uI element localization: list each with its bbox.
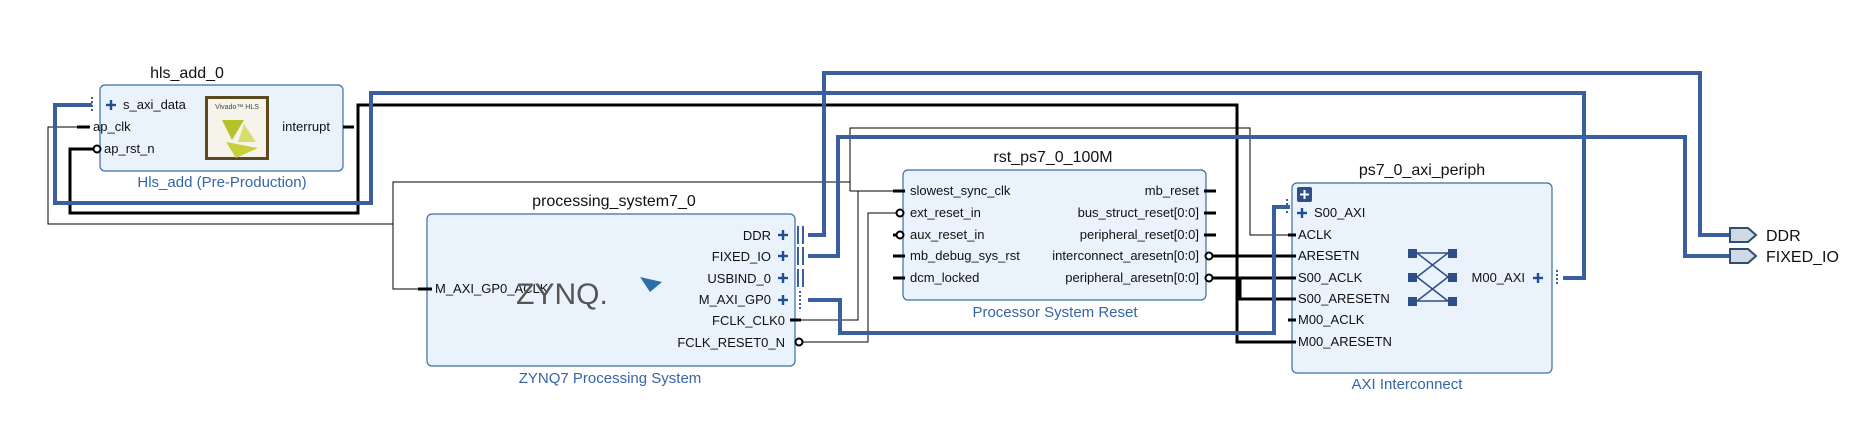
rst-port-ext-reset-in: ext_reset_in xyxy=(910,205,981,220)
reset-net[interactable] xyxy=(795,212,899,343)
port-m-axi-gp0[interactable]: M_AXI_GP0 xyxy=(699,291,801,309)
port-fclk-reset0-n[interactable]: FCLK_RESET0_N xyxy=(677,335,804,350)
hls-add-block[interactable]: hls_add_0 Hls_add (Pre-Production) s_axi… xyxy=(77,65,354,191)
crossbar-icon xyxy=(1408,249,1457,306)
zynq-logo: ZYNQ. xyxy=(516,277,662,311)
hls-block-title: hls_add_0 xyxy=(150,65,224,82)
aresetn-net[interactable] xyxy=(68,103,1300,344)
port-aux-reset-in[interactable]: aux_reset_in xyxy=(893,227,984,242)
axi-port-aresetn: ARESETN xyxy=(1298,248,1359,263)
axi-block-subtitle: AXI Interconnect xyxy=(1352,376,1464,393)
port-peripheral-aresetn[interactable]: peripheral_aresetn[0:0] xyxy=(1065,270,1214,285)
external-port-ddr-label: DDR xyxy=(1766,228,1801,245)
zynq-logo-text: ZYNQ. xyxy=(516,278,608,311)
axi-port-s00-aresetn: S00_ARESETN xyxy=(1298,291,1390,306)
rst-block-subtitle: Processor System Reset xyxy=(972,304,1138,321)
axi-port-aclk: ACLK xyxy=(1298,227,1332,242)
port-interrupt[interactable]: interrupt xyxy=(282,119,354,134)
port-s-axi-data[interactable]: s_axi_data xyxy=(91,97,187,113)
rst-port-peripheral-reset: peripheral_reset[0:0] xyxy=(1080,227,1199,242)
port-s00-axi[interactable]: S00_AXI xyxy=(1286,199,1365,220)
rst-port-mb-reset: mb_reset xyxy=(1145,183,1200,198)
nets xyxy=(47,103,1300,344)
vivado-hls-logo-text: Vivado™ HLS xyxy=(215,104,259,111)
expand-collapse-button[interactable] xyxy=(1297,187,1312,202)
axi-port-m00-axi: M00_AXI xyxy=(1472,270,1525,285)
m-axi-gp0-bus[interactable] xyxy=(808,205,1290,335)
hls-port-s-axi-data: s_axi_data xyxy=(123,97,187,112)
ps7-block-subtitle: ZYNQ7 Processing System xyxy=(519,370,702,387)
fixed-io-bus[interactable] xyxy=(808,135,1730,258)
rst-port-dcm-locked: dcm_locked xyxy=(910,270,979,285)
ps7-port-ddr: DDR xyxy=(743,228,771,243)
external-port-ddr[interactable]: DDR xyxy=(1729,227,1801,245)
ps7-port-m-axi-gp0: M_AXI_GP0 xyxy=(699,292,771,307)
axi-interconnect-block[interactable]: ps7_0_axi_periph AXI Interconnect S00_AX… xyxy=(1286,162,1558,393)
port-m00-aclk[interactable]: M00_ACLK xyxy=(1288,312,1365,327)
ps7-block-title: processing_system7_0 xyxy=(532,193,696,210)
axi-port-m00-aclk: M00_ACLK xyxy=(1298,312,1365,327)
port-ap-rst-n[interactable]: ap_rst_n xyxy=(92,141,155,156)
rst-port-interconnect-aresetn: interconnect_aresetn[0:0] xyxy=(1052,248,1199,263)
clock-net[interactable] xyxy=(47,126,1300,321)
ps7-port-fclk-clk0: FCLK_CLK0 xyxy=(712,313,785,328)
rst-port-slowest-sync-clk: slowest_sync_clk xyxy=(910,183,1011,198)
hls-port-interrupt: interrupt xyxy=(282,119,330,134)
port-ap-clk[interactable]: ap_clk xyxy=(77,119,131,134)
ps7-port-fixed-io: FIXED_IO xyxy=(712,249,771,264)
port-usbind-0[interactable]: USBIND_0 xyxy=(707,269,804,287)
port-peripheral-reset[interactable]: peripheral_reset[0:0] xyxy=(1080,227,1216,242)
port-m00-aresetn[interactable]: M00_ARESETN xyxy=(1288,334,1392,349)
port-ext-reset-in[interactable]: ext_reset_in xyxy=(895,205,981,220)
axi-block-title: ps7_0_axi_periph xyxy=(1359,162,1485,179)
port-fclk-clk0[interactable]: FCLK_CLK0 xyxy=(712,313,801,328)
port-mb-debug-sys-rst[interactable]: mb_debug_sys_rst xyxy=(893,248,1020,263)
rst-port-peripheral-aresetn: peripheral_aresetn[0:0] xyxy=(1065,270,1199,285)
ps7-port-usbind-0: USBIND_0 xyxy=(707,271,771,286)
port-bus-struct-reset[interactable]: bus_struct_reset[0:0] xyxy=(1078,205,1216,220)
rst-block-title: rst_ps7_0_100M xyxy=(993,149,1112,166)
rst-port-mb-debug-sys-rst: mb_debug_sys_rst xyxy=(910,248,1020,263)
port-interconnect-aresetn[interactable]: interconnect_aresetn[0:0] xyxy=(1052,248,1214,263)
axi-port-m00-aresetn: M00_ARESETN xyxy=(1298,334,1392,349)
processing-system-block[interactable]: processing_system7_0 ZYNQ7 Processing Sy… xyxy=(418,193,804,387)
port-ddr[interactable]: DDR xyxy=(743,226,804,244)
rst-port-aux-reset-in: aux_reset_in xyxy=(910,227,984,242)
external-port-fixed-io[interactable]: FIXED_IO xyxy=(1729,248,1839,266)
port-aclk[interactable]: ACLK xyxy=(1288,227,1332,242)
vivado-hls-logo: Vivado™ HLS xyxy=(205,96,269,160)
port-fixed-io[interactable]: FIXED_IO xyxy=(712,247,804,265)
axi-port-s00-aclk: S00_ACLK xyxy=(1298,270,1363,285)
ps7-port-m-axi-gp0-aclk: M_AXI_GP0_ACLK xyxy=(435,281,549,296)
port-m00-axi[interactable]: M00_AXI xyxy=(1472,270,1558,286)
axi-bus-m00[interactable] xyxy=(53,91,1586,280)
hls-port-ap-clk: ap_clk xyxy=(93,119,131,134)
hls-port-ap-rst-n: ap_rst_n xyxy=(104,141,155,156)
ddr-bus[interactable] xyxy=(808,71,1730,237)
buses xyxy=(53,71,1730,335)
axi-port-s00-axi: S00_AXI xyxy=(1314,205,1365,220)
ps7-port-fclk-reset0-n: FCLK_RESET0_N xyxy=(677,335,785,350)
rst-port-bus-struct-reset: bus_struct_reset[0:0] xyxy=(1078,205,1199,220)
external-port-fixed-io-label: FIXED_IO xyxy=(1766,249,1839,266)
peripheral-aresetn-net[interactable] xyxy=(1205,276,1300,301)
port-mb-reset[interactable]: mb_reset xyxy=(1145,183,1216,198)
processor-system-reset-block[interactable]: rst_ps7_0_100M Processor System Reset sl… xyxy=(893,149,1216,321)
port-slowest-sync-clk[interactable]: slowest_sync_clk xyxy=(893,183,1011,198)
hls-block-subtitle: Hls_add (Pre-Production) xyxy=(137,174,306,191)
port-s00-aresetn[interactable]: S00_ARESETN xyxy=(1288,291,1390,306)
port-m-axi-gp0-aclk[interactable]: M_AXI_GP0_ACLK xyxy=(418,281,549,296)
port-aresetn[interactable]: ARESETN xyxy=(1288,248,1359,263)
port-s00-aclk[interactable]: S00_ACLK xyxy=(1288,270,1363,285)
port-dcm-locked[interactable]: dcm_locked xyxy=(893,270,979,285)
